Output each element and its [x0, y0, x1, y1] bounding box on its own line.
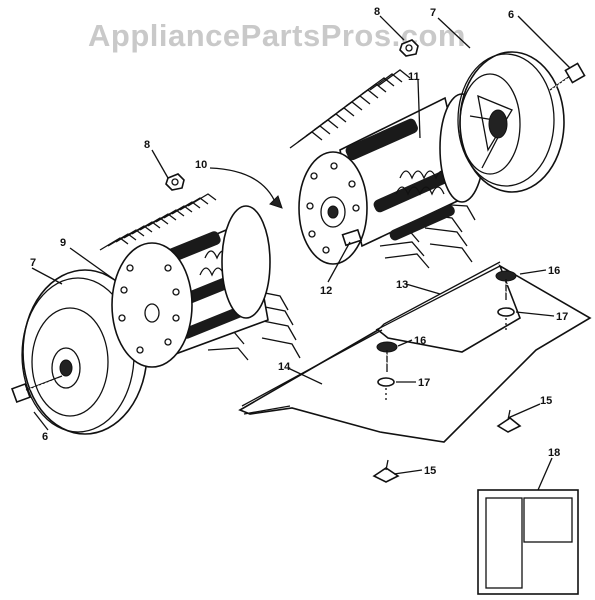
callout-8-left: 8 — [144, 139, 150, 151]
callout-15-bottom: 15 — [424, 465, 436, 477]
left-axle-bolt — [11, 375, 63, 403]
callout-11: 11 — [408, 71, 420, 83]
left-nut — [165, 173, 185, 191]
right-axle-bolt — [549, 62, 586, 91]
callout-16-left: 16 — [414, 335, 426, 347]
callout-14: 14 — [278, 361, 291, 373]
callout-17-right: 17 — [556, 311, 568, 323]
callout-15-right: 15 — [540, 395, 552, 407]
callout-12: 12 — [320, 285, 332, 297]
callout-13: 13 — [396, 279, 408, 291]
callout-10: 10 — [195, 159, 207, 171]
manual-sheet — [477, 489, 579, 595]
callout-16-right: 16 — [548, 265, 560, 277]
clip-right — [496, 409, 522, 433]
right-reel — [289, 69, 485, 269]
callout-17-left: 17 — [418, 377, 430, 389]
right-wheel — [457, 51, 565, 193]
screw-washer-right — [495, 270, 517, 332]
screw-washer-left — [376, 341, 398, 400]
clip-bottom — [372, 459, 400, 483]
right-nut — [399, 39, 419, 57]
base-plate — [238, 261, 592, 443]
callout-6-left: 6 — [42, 431, 48, 443]
callout-18: 18 — [548, 447, 560, 459]
callout-6-right: 6 — [508, 9, 514, 21]
callout-9: 9 — [60, 237, 66, 249]
callout-8-right: 8 — [374, 6, 380, 18]
callout-7-right: 7 — [430, 7, 436, 19]
callout-7-left: 7 — [30, 257, 36, 269]
left-reel — [99, 193, 301, 368]
